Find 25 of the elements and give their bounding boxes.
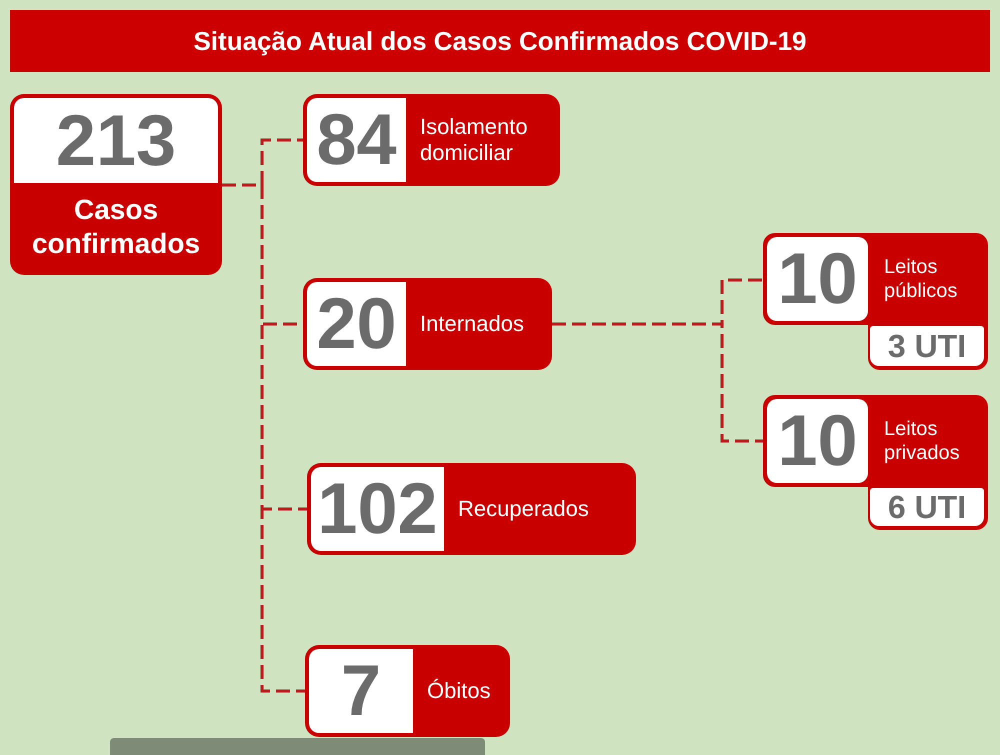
case-count: 10 bbox=[767, 237, 868, 321]
case-card bbox=[303, 278, 552, 370]
case-count: 7 bbox=[309, 649, 413, 733]
case-count: 84 bbox=[307, 98, 406, 182]
case-label: Leitos públicos bbox=[884, 255, 958, 303]
case-count: 20 bbox=[307, 282, 406, 366]
icu-count: 6 UTI bbox=[870, 488, 984, 526]
case-count: 102 bbox=[311, 467, 444, 551]
case-card bbox=[763, 233, 988, 370]
case-label: Leitos privados bbox=[884, 417, 961, 465]
case-label: Óbitos bbox=[427, 678, 491, 704]
case-label: Internados bbox=[420, 310, 524, 338]
icu-count: 3 UTI bbox=[870, 326, 984, 366]
case-label: Recuperados bbox=[458, 496, 589, 522]
title-bar: Situação Atual dos Casos Confirmados COVID-19 bbox=[10, 10, 990, 72]
case-count: 10 bbox=[767, 399, 868, 483]
case-card bbox=[307, 463, 636, 555]
case-card bbox=[305, 645, 510, 737]
case-label: Isolamento domiciliar bbox=[420, 114, 529, 166]
case-card bbox=[10, 94, 222, 275]
dashed-connector bbox=[552, 322, 763, 442]
case-count: 213 bbox=[14, 98, 218, 183]
case-card bbox=[763, 395, 988, 530]
case-card bbox=[303, 94, 560, 186]
case-label: Casos confirmados bbox=[30, 193, 202, 261]
